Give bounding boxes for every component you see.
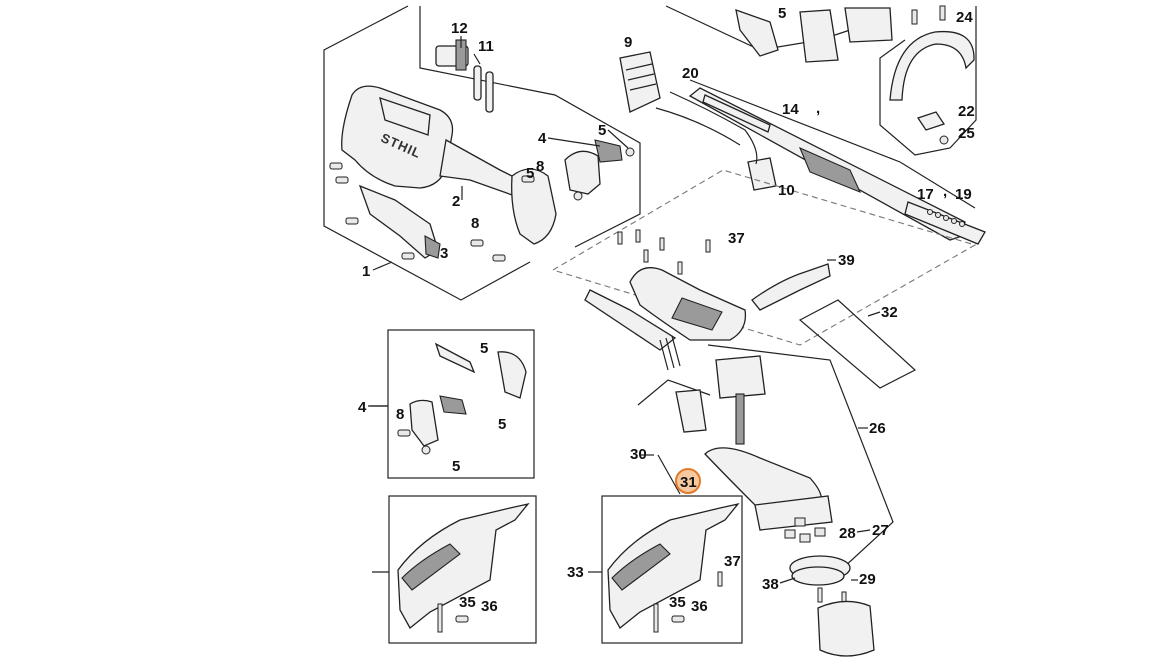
callout-5[interactable]: 5 <box>480 340 488 357</box>
callout-36[interactable]: 36 <box>691 598 708 615</box>
callout-22[interactable]: 22 <box>958 103 975 120</box>
callout-2[interactable]: 2 <box>452 193 460 210</box>
callout-8[interactable]: 8 <box>471 215 479 232</box>
motor-part <box>715 355 766 399</box>
callout-29[interactable]: 29 <box>859 571 876 588</box>
callout-5[interactable]: 5 <box>778 5 786 22</box>
callout-4[interactable]: 4 <box>358 399 367 416</box>
callout-28[interactable]: 28 <box>839 525 856 542</box>
control-board-part <box>619 51 661 113</box>
callout-8[interactable]: 8 <box>536 158 544 175</box>
callout-3[interactable]: 3 <box>440 245 448 262</box>
callout-4[interactable]: 4 <box>538 130 547 147</box>
callout-5[interactable]: 5 <box>498 416 506 433</box>
callout-19[interactable]: 19 <box>955 186 972 203</box>
handle-grip-part <box>751 263 831 311</box>
callout-1[interactable]: 1 <box>362 263 370 280</box>
callout-24[interactable]: 24 <box>956 9 973 26</box>
callout-17[interactable]: 17 <box>917 186 934 203</box>
guard-box-right <box>588 495 743 644</box>
callout-35[interactable]: 35 <box>669 594 686 611</box>
spool-part <box>817 600 875 657</box>
callout-5[interactable]: 5 <box>598 122 606 139</box>
guard-box-left <box>372 495 537 644</box>
callout-5[interactable]: 5 <box>452 458 460 475</box>
callout-39[interactable]: 39 <box>838 252 855 269</box>
callout-35[interactable]: 35 <box>459 594 476 611</box>
callout-8[interactable]: 8 <box>396 406 404 423</box>
callout-11[interactable]: 11 <box>478 38 494 55</box>
callout-30[interactable]: 30 <box>630 446 647 463</box>
housing-part <box>341 85 454 189</box>
kit-box-4 <box>370 329 535 479</box>
callout-27[interactable]: 27 <box>872 522 889 539</box>
housing-half-part <box>511 168 557 245</box>
callout-labels: 1 2 3 4 5 5 8 8 9 10 11 12 14 17 19 20 5… <box>358 5 975 615</box>
callout-38[interactable]: 38 <box>762 576 779 593</box>
callout-32[interactable]: 32 <box>881 304 898 321</box>
shaft-group <box>619 5 986 245</box>
callout-9[interactable]: 9 <box>624 34 632 51</box>
switch-part <box>747 157 777 191</box>
screw-set <box>329 147 635 262</box>
leader-lines <box>368 129 881 584</box>
callout-36[interactable]: 36 <box>481 598 498 615</box>
housing-cover-group <box>584 229 747 371</box>
callout-14[interactable]: 14 <box>782 101 799 118</box>
part-31-highlight[interactable] <box>675 468 701 494</box>
callout-12[interactable]: 12 <box>451 20 468 37</box>
guard-part <box>397 502 530 629</box>
callout-10[interactable]: 10 <box>778 182 795 199</box>
callout-33[interactable]: 33 <box>567 564 584 581</box>
callout-31[interactable]: 31 <box>680 474 697 491</box>
callout-37[interactable]: 37 <box>728 230 745 247</box>
loop-handle-group <box>735 5 977 156</box>
loop-handle-part <box>889 30 975 101</box>
gear-head-group <box>675 355 875 657</box>
bail-part <box>798 299 917 389</box>
comma-mark: , <box>816 100 820 117</box>
guard-part <box>607 502 740 629</box>
housing-group: STHIL <box>323 5 641 301</box>
callout-5[interactable]: 5 <box>526 165 534 182</box>
comma-mark: , <box>943 183 947 200</box>
callout-37[interactable]: 37 <box>724 553 741 570</box>
callout-20[interactable]: 20 <box>682 65 699 82</box>
callout-26[interactable]: 26 <box>869 420 886 437</box>
callout-25[interactable]: 25 <box>958 125 975 142</box>
